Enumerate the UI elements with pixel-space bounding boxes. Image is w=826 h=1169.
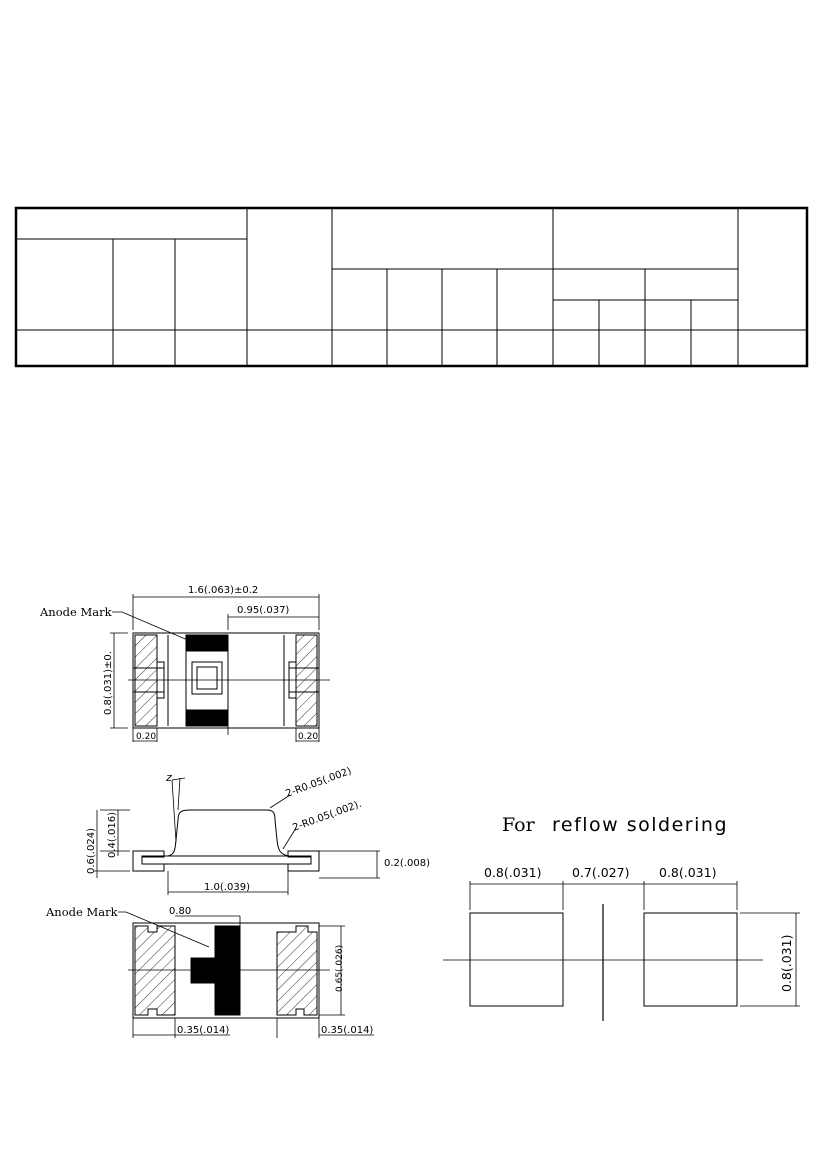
- top-view-length-dim: 1.6(.063)±0.2: [188, 585, 258, 596]
- chip-die: [191, 661, 223, 695]
- reflow-title-text: reflow soldering: [552, 814, 728, 836]
- bottom-view-right-pad: [276, 925, 318, 1016]
- reflow-pad-height: 0.8(.031): [779, 935, 794, 992]
- reflow-pad-width-left: 0.8(.031): [484, 865, 541, 880]
- bottom-view-right-pad-dim: 0.35(.014): [321, 1025, 373, 1036]
- bottom-view-body: [132, 922, 320, 1019]
- table-frame: [14, 206, 809, 368]
- side-view-radius-bottom: 2-R0.05(.002).: [291, 799, 363, 834]
- top-view-body: [132, 632, 320, 729]
- reflow-right-pad: [643, 912, 738, 1007]
- top-view: [110, 594, 330, 742]
- top-view-left-term-dim: 0.20: [136, 732, 156, 742]
- top-view-partial-dim: 0.95(.037): [237, 605, 289, 616]
- side-view-total-height-dim: 0.6(.024): [86, 828, 97, 874]
- bottom-view: [118, 911, 374, 1038]
- top-view-right-term-dim: 0.20: [298, 732, 318, 742]
- bottom-view-anode-mark: [190, 925, 241, 1016]
- bottom-view-left-pad: [134, 925, 176, 1016]
- top-view-width-dim: 0.8(.031)±0.: [103, 651, 114, 715]
- reflow-title-for: For: [502, 814, 536, 836]
- top-view-left-terminal: [134, 634, 158, 727]
- bottom-view-anode-mark-label: Anode Mark: [45, 905, 119, 919]
- side-view-right-terminal: [287, 850, 320, 872]
- side-view: [94, 777, 380, 895]
- top-view-right-terminal: [295, 634, 318, 727]
- side-view-radius-top: 2-R0.05(.002): [284, 766, 353, 800]
- anode-mark-pad-top: [185, 634, 229, 652]
- side-view-substrate: [141, 855, 312, 865]
- bottom-view-height-dim: 0.65(.026): [335, 945, 345, 992]
- reflow-gap-dim: 0.7(.027): [572, 865, 629, 880]
- side-view-angle-mark: z: [165, 771, 172, 784]
- side-view-dome: [167, 809, 289, 857]
- reflow-pad-layout: [443, 881, 800, 1021]
- reflow-left-pad: [469, 912, 564, 1007]
- reflow-pad-width-right: 0.8(.031): [659, 865, 716, 880]
- side-view-left-terminal: [132, 850, 165, 872]
- table-grid: [16, 208, 807, 366]
- bottom-view-left-pad-dim: 0.35(.014): [177, 1025, 229, 1036]
- top-view-anode-mark-label: Anode Mark: [39, 605, 113, 619]
- side-view-base-height-dim: 0.2(.008): [384, 858, 430, 869]
- side-view-body-height-dim: 0.4(.016): [107, 812, 118, 858]
- anode-mark-pad-bottom: [185, 709, 229, 727]
- side-view-base-width-dim: 1.0(.039): [204, 882, 250, 893]
- bottom-view-mark-dim: 0.80: [169, 906, 191, 917]
- chip-die-inner: [196, 666, 218, 690]
